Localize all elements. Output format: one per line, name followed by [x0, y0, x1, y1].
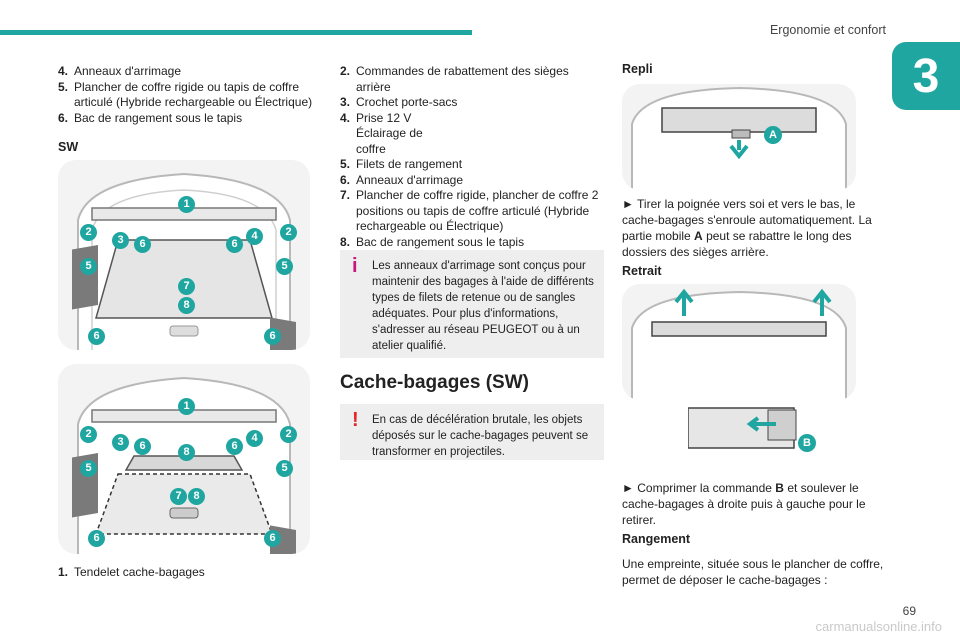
callout-6: 6	[134, 236, 151, 253]
callout-6: 6	[264, 530, 281, 547]
retrait-figure	[622, 284, 856, 400]
list-item: 1.Tendelet cache-bagages	[58, 565, 205, 579]
section-heading: Cache-bagages (SW)	[340, 372, 529, 393]
callout-2: 2	[80, 224, 97, 241]
sw-label: SW	[58, 140, 79, 154]
callout-5: 5	[80, 460, 97, 477]
retrait-detail-figure: B	[688, 404, 816, 474]
callout-7: 7	[170, 488, 187, 505]
warning-icon: !	[352, 409, 359, 431]
callout-5: 5	[80, 258, 97, 275]
callout-2: 2	[80, 426, 97, 443]
repli-heading: Repli	[622, 62, 653, 76]
callout-3: 3	[112, 434, 129, 451]
callout-6: 6	[226, 438, 243, 455]
watermark-url: carmanualsonline.info	[815, 619, 942, 634]
chapter-badge: 3	[892, 42, 960, 110]
list-item: 5.Plancher de coffre rigide ou tapis de …	[58, 79, 313, 110]
info-note: i Les anneaux d'arrimage sont conçus pou…	[340, 250, 604, 358]
list-item: 5.Filets de rangement	[340, 157, 463, 171]
page-number: 69	[902, 604, 916, 618]
col1-list: 4.Anneaux d'arrimage 5.Plancher de coffr…	[58, 64, 328, 126]
rangement-text: Une empreinte, située sous le plancher d…	[622, 557, 884, 587]
bullet-icon: ►	[622, 481, 634, 495]
callout-1: 1	[178, 196, 195, 213]
list-item: 6.Bac de rangement sous le tapis	[58, 110, 243, 125]
callout-4: 4	[246, 430, 263, 447]
list-item: 7.Plancher de coffre rigide, plancher de…	[340, 188, 599, 233]
callout-8: 8	[178, 444, 195, 461]
list-item: 2.Commandes de rabattement des sièges ar…	[340, 64, 569, 94]
callout-7: 7	[178, 278, 195, 295]
retrait-heading: Retrait	[622, 264, 662, 278]
top-accent-bar	[0, 30, 472, 35]
col2-list: 2.Commandes de rabattement des sièges ar…	[340, 64, 606, 250]
callout-2: 2	[280, 426, 297, 443]
callout-5: 5	[276, 258, 293, 275]
callout-2: 2	[280, 224, 297, 241]
callout-a: A	[764, 126, 782, 144]
callout-6: 6	[88, 328, 105, 345]
callout-8: 8	[188, 488, 205, 505]
list-item: 6.Anneaux d'arrimage	[340, 172, 464, 187]
list-item: 8.Bac de rangement sous le tapis	[340, 234, 525, 249]
repli-figure: A	[622, 84, 856, 190]
callout-6: 6	[264, 328, 281, 345]
trunk-figure-1: 1 2 3 6 6 4 2 5 5 7 8 6 6	[58, 160, 310, 350]
callout-b: B	[798, 434, 816, 452]
list-item: 3.Crochet porte-sacs	[340, 95, 458, 109]
callout-5: 5	[276, 460, 293, 477]
retrait-text: ► Comprimer la commande B et soulever le…	[622, 481, 866, 527]
trunk-figure-2: 1 2 3 6 8 6 4 2 5 5 7 8 6 6	[58, 364, 310, 554]
info-icon: i	[352, 255, 358, 277]
repli-text: ► Tirer la poignée vers soi et vers le b…	[622, 197, 872, 259]
bullet-icon: ►	[622, 197, 634, 211]
warning-note: ! En cas de décélération brutale, les ob…	[340, 404, 604, 460]
callout-6: 6	[88, 530, 105, 547]
callout-3: 3	[112, 232, 129, 249]
rangement-heading: Rangement	[622, 532, 691, 546]
callout-8: 8	[178, 297, 195, 314]
callout-6: 6	[226, 236, 243, 253]
callout-1: 1	[178, 398, 195, 415]
section-title: Ergonomie et confort	[769, 23, 886, 37]
list-item: 4.Prise 12 V Éclairage de coffre	[340, 110, 423, 156]
list-item: 4.Anneaux d'arrimage	[58, 64, 182, 78]
callout-6: 6	[134, 438, 151, 455]
callout-4: 4	[246, 228, 263, 245]
